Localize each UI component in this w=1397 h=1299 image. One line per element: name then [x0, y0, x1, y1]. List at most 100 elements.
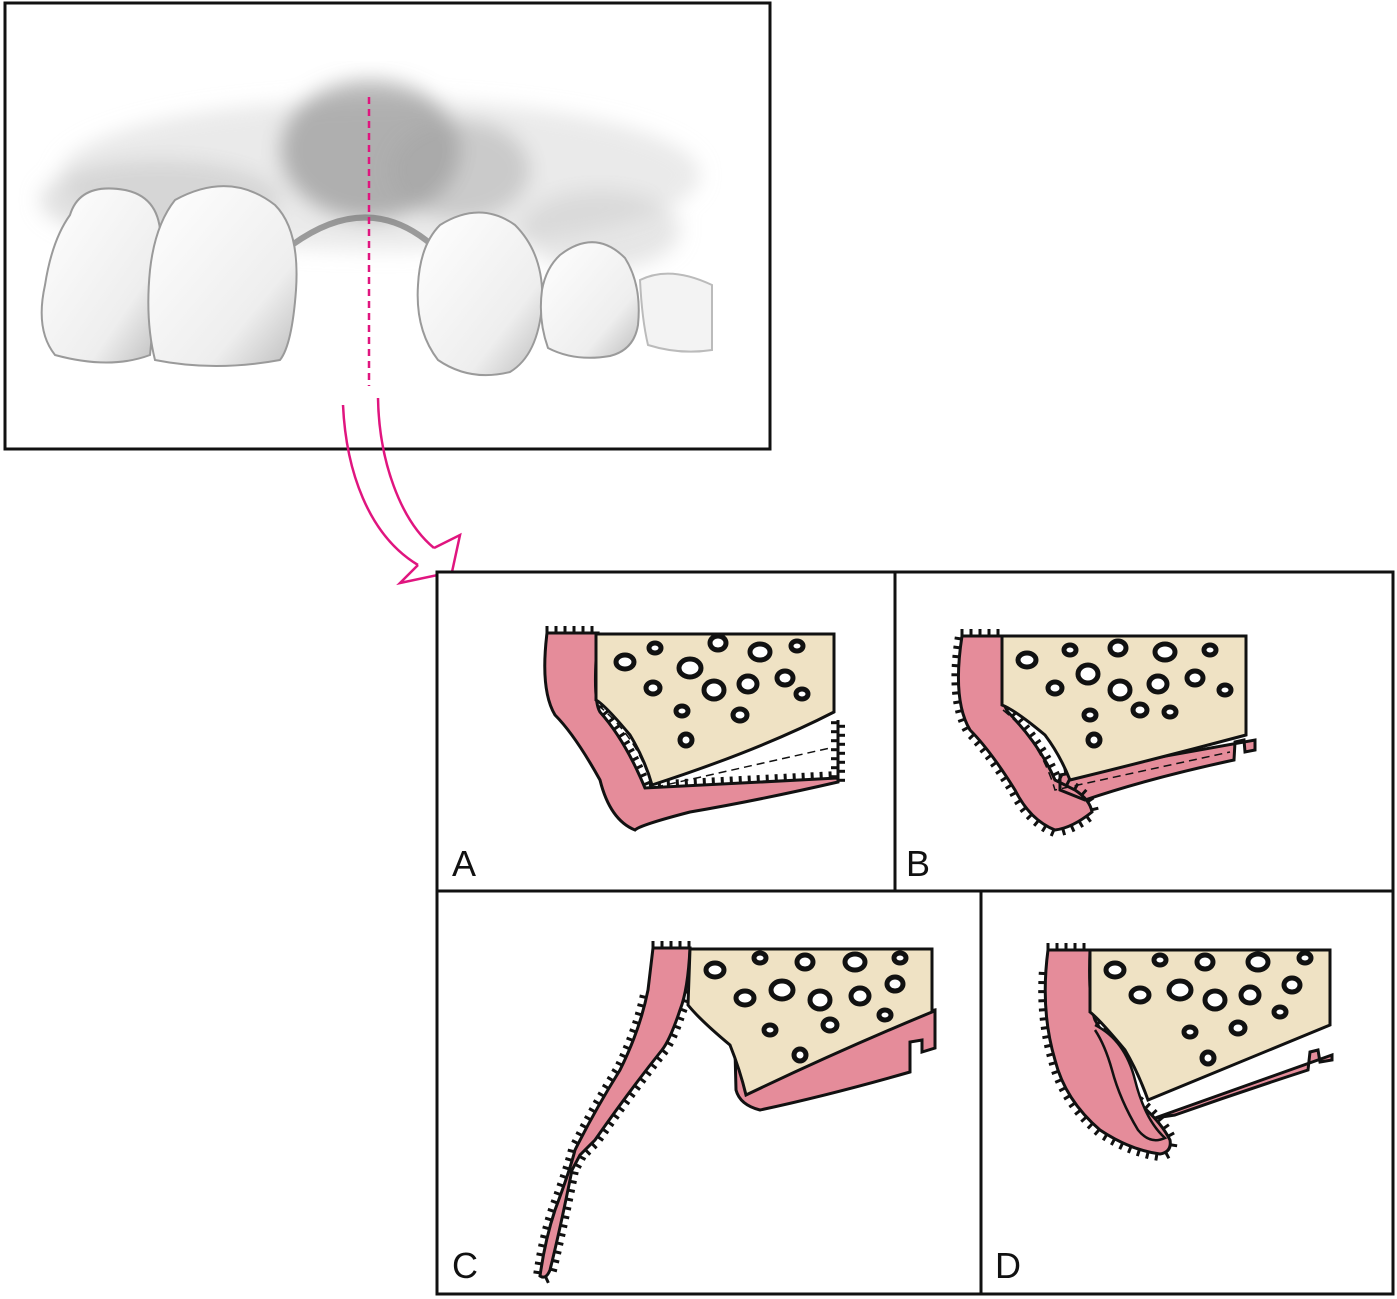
epithelium-tick — [954, 636, 962, 641]
periosteum-dash-a — [597, 704, 831, 789]
epithelium-tick — [574, 1162, 582, 1169]
bone-a — [594, 632, 836, 787]
epithelium-tick — [622, 1098, 631, 1106]
epithelium-tick — [1049, 828, 1056, 837]
epithelium-tick — [967, 733, 976, 741]
epithelium-tick — [553, 1190, 562, 1197]
epithelium-tick — [1085, 815, 1092, 823]
marrow-spaces-a — [613, 633, 811, 749]
epithelium-tick — [1040, 1026, 1049, 1031]
epithelium-tick — [556, 1241, 564, 1246]
epithelium-tick — [1000, 775, 1008, 783]
epithelium-tick — [628, 1091, 636, 1099]
arrow-shaft-outer — [341, 404, 419, 567]
epithelium-tick — [639, 1077, 647, 1084]
epithelium-tick — [562, 1215, 570, 1220]
bone-b — [1000, 634, 1248, 782]
epithelium-tick — [583, 1115, 592, 1122]
epithelium-tick — [606, 1075, 615, 1083]
epithelium-tick — [607, 1120, 615, 1128]
epithelium-tick — [578, 1154, 587, 1161]
epithelium-tick — [559, 1173, 568, 1180]
epithelium-tick — [538, 1243, 546, 1248]
epithelium-tick — [597, 1091, 605, 1098]
epithelium-tick — [1063, 1094, 1071, 1101]
epithelium-tick — [588, 1107, 596, 1114]
epithelium-tick — [615, 1060, 623, 1067]
epithelium-tick — [590, 1142, 598, 1150]
epithelium-tick — [571, 1170, 579, 1176]
panel-label-a: A — [452, 843, 476, 884]
epithelium-tick — [549, 1267, 558, 1273]
epithelium-tick — [644, 1069, 652, 1077]
epithelium-tick — [632, 1019, 640, 1025]
bone-d — [1088, 948, 1332, 1102]
epithelium-tick — [957, 717, 966, 723]
epithelium-tick — [584, 1148, 592, 1156]
epithelium-tick — [1086, 1122, 1094, 1130]
epithelium-tick — [550, 1199, 559, 1205]
epithelium-tick — [990, 761, 998, 768]
epithelium-tick — [952, 654, 960, 659]
epithelium-tick — [575, 1131, 584, 1137]
epithelium-tick — [617, 731, 626, 739]
panel-label-b: B — [906, 843, 930, 884]
epithelium-tick — [601, 1083, 610, 1090]
epithelium-tick — [1093, 1128, 1101, 1136]
epithelium-tick — [1127, 1145, 1133, 1154]
epithelium-tick — [661, 1048, 669, 1056]
epithelium-tick — [558, 1232, 566, 1238]
epithelium-tick — [1032, 819, 1040, 827]
epithelium-tick — [571, 1139, 579, 1145]
gingiva-b — [956, 634, 1257, 832]
epithelium-tick — [556, 1182, 565, 1188]
epithelium-tick — [1009, 791, 1017, 798]
epithelium-tick — [544, 1275, 550, 1284]
epithelium-tick — [1057, 774, 1063, 783]
gingiva-a — [543, 631, 840, 832]
epithelium-tick — [533, 1270, 541, 1275]
epithelium-tick — [1046, 1052, 1054, 1058]
edentulous-ridge — [290, 214, 434, 248]
epithelium-tick — [655, 1055, 663, 1063]
periosteum-dash-b — [1002, 709, 1231, 791]
epithelium-tick — [1048, 1061, 1057, 1066]
tooth-central-right — [416, 211, 544, 377]
panel-label-c: C — [452, 1245, 478, 1286]
epithelium-tick — [1167, 1131, 1175, 1138]
epithelium-tick — [1043, 1043, 1052, 1049]
epithelium-tick — [634, 1011, 643, 1017]
epithelium-tick — [1022, 724, 1031, 731]
tooth-central-left — [147, 185, 298, 367]
epithelium-tick — [552, 1258, 560, 1264]
epithelium-tick — [1054, 1078, 1063, 1084]
epithelium-tick — [1156, 1115, 1164, 1123]
epithelium-tick — [1080, 1115, 1088, 1123]
epithelium-tick — [596, 1135, 605, 1142]
epithelium-tick — [973, 739, 982, 747]
epithelium-tick — [639, 772, 648, 778]
epithelium-tick — [633, 1084, 641, 1091]
epithelium-tick — [1074, 1108, 1082, 1116]
epithelium-tick — [619, 1052, 627, 1059]
epithelium-tick — [1014, 798, 1022, 806]
epithelium-tick — [953, 645, 961, 650]
epithelium-tick — [1058, 1086, 1067, 1093]
epithelium-tick — [1086, 796, 1095, 803]
epithelium-tick — [952, 691, 960, 695]
epithelium-tick — [622, 739, 631, 746]
epithelium-tick — [1025, 813, 1033, 821]
epithelium-tick — [670, 1032, 678, 1039]
epithelium-tick — [676, 1016, 685, 1022]
epithelium-tick — [666, 1041, 674, 1048]
tooth-lateral-right — [539, 241, 640, 359]
epithelium-tick — [540, 1234, 548, 1239]
bone-c — [686, 947, 934, 1098]
tooth-illustration-panel — [3, 1, 772, 451]
epithelium-tick — [1154, 1153, 1159, 1161]
epithelium-tick — [1041, 824, 1048, 833]
tooth-lateral-left — [40, 187, 162, 364]
epithelium-tick — [679, 1007, 688, 1013]
marrow-spaces-d — [1103, 950, 1314, 1067]
